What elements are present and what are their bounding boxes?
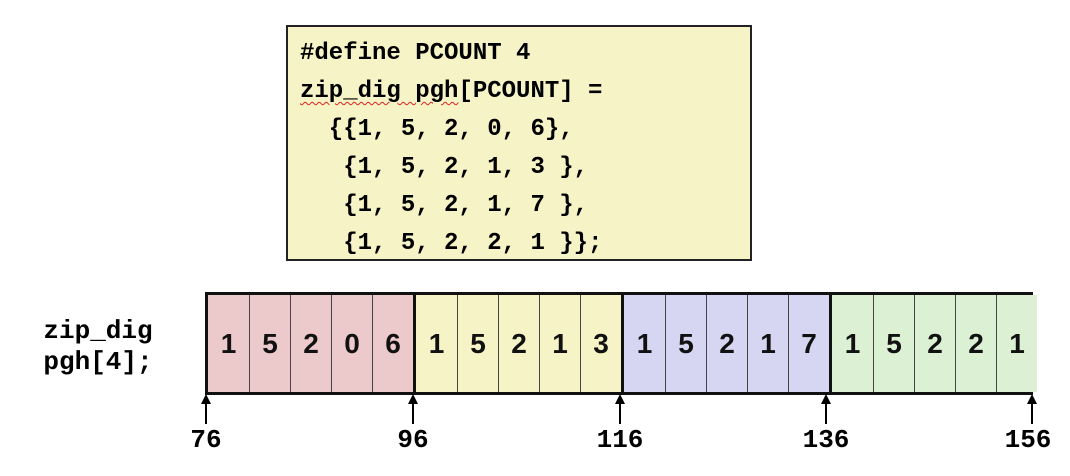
code-line-6: {1, 5, 2, 2, 1 }};: [300, 230, 603, 257]
address-arrow-156: [1027, 394, 1037, 424]
array-cell: 1: [747, 295, 788, 392]
declaration-type: zip_dig: [43, 316, 153, 346]
array-cell: 2: [955, 295, 996, 392]
array-cell: 5: [457, 295, 498, 392]
address-arrow-96: [408, 394, 418, 424]
memory-array: 1 5 2 0 6 1 5 2 1 3 1 5 2 1 7 1 5 2 2 1: [205, 292, 1037, 395]
array-cell: 1: [844, 327, 861, 359]
array-cell: 2: [498, 295, 539, 392]
address-arrow-76: [201, 394, 211, 424]
array-cell: 3: [580, 295, 621, 392]
array-declaration: zip_dig pgh[4];: [18, 316, 178, 378]
array-row-2: 1 5 2 1 7: [621, 295, 829, 392]
code-line-4: {1, 5, 2, 1, 3 },: [300, 154, 589, 181]
array-cell: 7: [788, 295, 829, 392]
array-cell: 1: [428, 327, 445, 359]
array-cell: 1: [636, 327, 653, 359]
address-label-96: 96: [397, 425, 429, 455]
array-row-3: 1 5 2 2 1: [829, 295, 1037, 392]
declaration-name: pgh[4];: [43, 347, 153, 377]
array-cell: 5: [873, 295, 914, 392]
squiggly-underlined-code: zip_dig pgh: [300, 78, 459, 105]
array-cell: 5: [665, 295, 706, 392]
address-arrow-136: [821, 394, 831, 424]
array-row-1: 1 5 2 1 3: [413, 295, 621, 392]
address-label-116: 116: [596, 425, 644, 455]
array-row-0: 1 5 2 0 6: [208, 295, 413, 392]
array-cell: 1: [996, 295, 1037, 392]
address-label-156: 156: [1004, 425, 1052, 455]
array-cell: 0: [331, 295, 372, 392]
array-cell: 5: [249, 295, 290, 392]
array-cell: 2: [914, 295, 955, 392]
address-label-76: 76: [190, 425, 222, 455]
array-cell: 1: [220, 327, 237, 359]
code-line-5: {1, 5, 2, 1, 7 },: [300, 192, 589, 219]
code-line-1: #define PCOUNT 4: [300, 40, 531, 67]
array-cell: 1: [539, 295, 580, 392]
code-box: #define PCOUNT 4 zip_dig pgh[PCOUNT] = {…: [286, 25, 752, 261]
address-arrow-116: [615, 394, 625, 424]
code-line-2: zip_dig pgh[PCOUNT] =: [300, 78, 603, 105]
array-cell: 2: [706, 295, 747, 392]
code-line-3: {{1, 5, 2, 0, 6},: [300, 116, 574, 143]
address-label-136: 136: [802, 425, 850, 455]
array-cell: 2: [290, 295, 331, 392]
array-cell: 6: [372, 295, 413, 392]
